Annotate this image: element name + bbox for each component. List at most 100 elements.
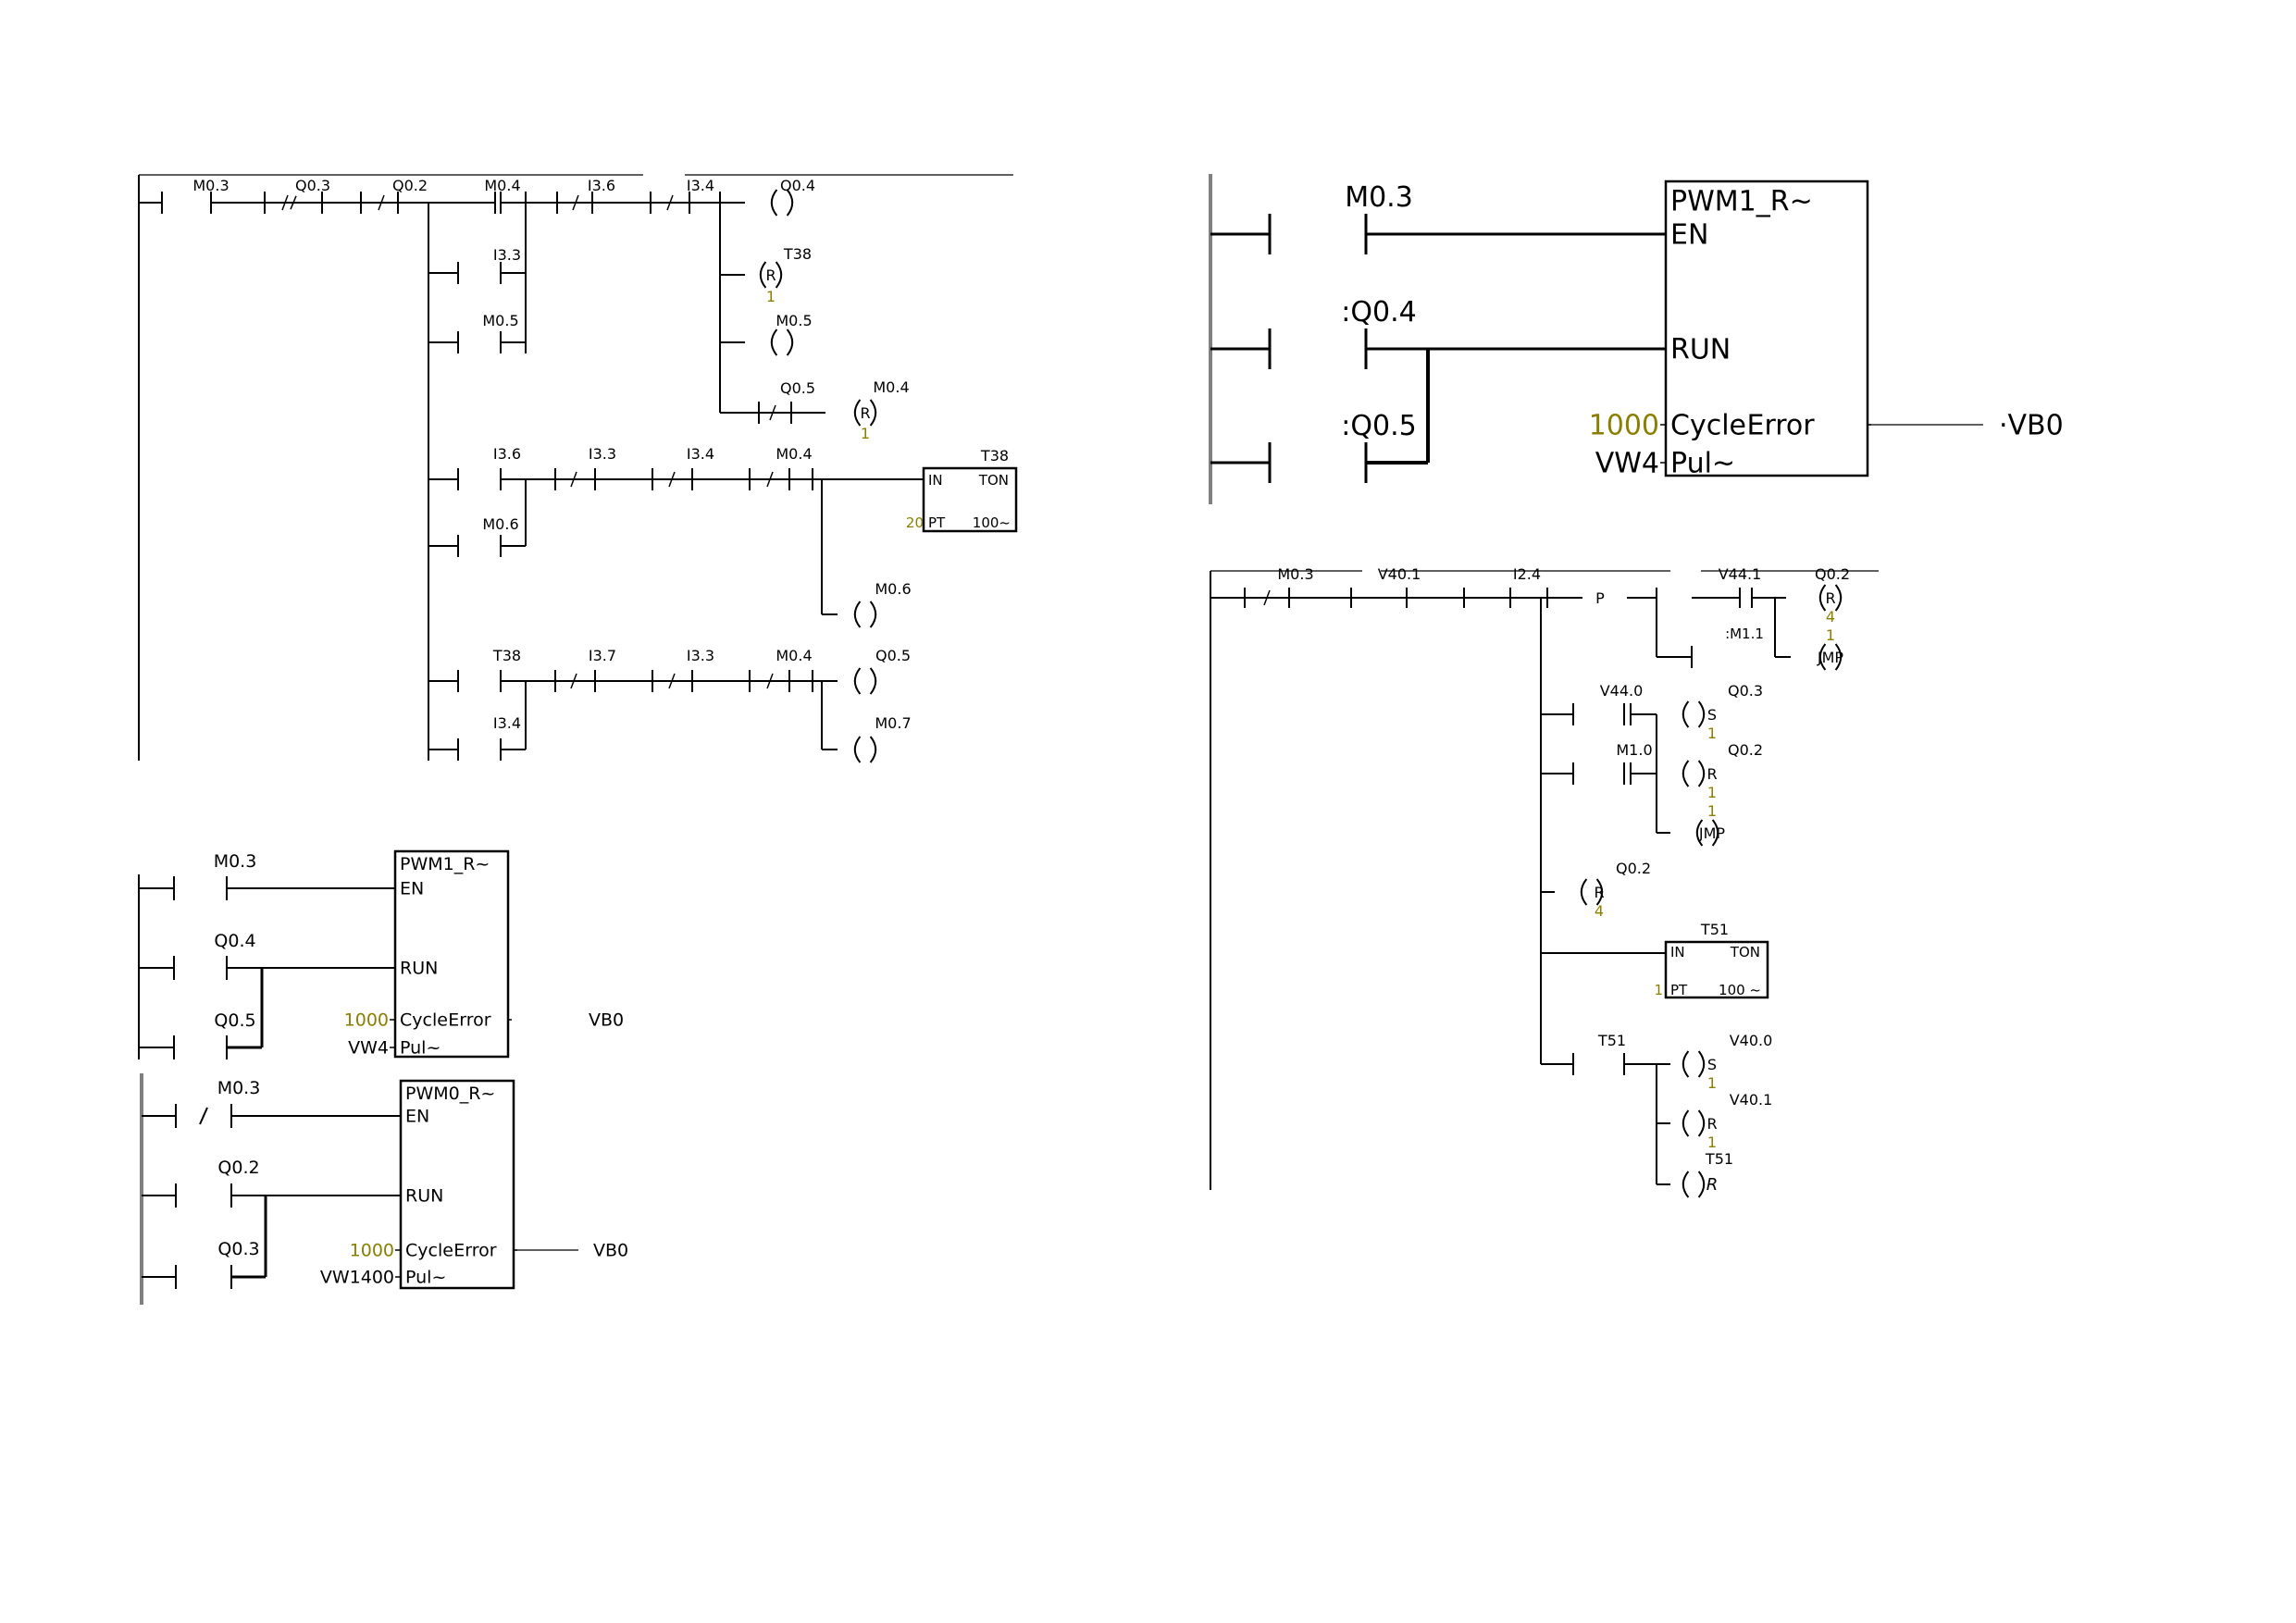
negation-slash xyxy=(766,471,774,488)
coil-q02-reset-b xyxy=(1697,760,1706,787)
coil-type: R xyxy=(1706,765,1717,783)
error-output: VB0 xyxy=(593,1241,628,1261)
negation-slash xyxy=(1263,589,1271,606)
negation-slash xyxy=(378,194,385,211)
coil-label: Q0.3 xyxy=(1728,682,1763,700)
contact-label: I3.7 xyxy=(589,647,616,664)
contact-label: Q0.4 xyxy=(214,931,255,951)
contact-label: M1.0 xyxy=(1616,741,1652,759)
coil-t51-reset xyxy=(1697,1171,1706,1198)
contact-label: Q0.3 xyxy=(295,177,330,194)
coil-label: V40.0 xyxy=(1730,1032,1773,1049)
block-title: PWM0_R~ xyxy=(405,1084,495,1104)
pwm-block xyxy=(1664,180,1869,477)
contact-label: Q0.2 xyxy=(392,177,428,194)
cycle-constant: 1000 xyxy=(1589,410,1659,442)
pin-en: EN xyxy=(405,1107,429,1127)
timer-label: T51 xyxy=(1700,921,1729,938)
coil-q04 xyxy=(786,189,794,217)
pwm-block xyxy=(399,1079,515,1290)
timer-label: T38 xyxy=(980,447,1009,465)
jmp-a xyxy=(1818,643,1827,671)
contact-label: M0.4 xyxy=(484,177,520,194)
coil-m04-reset xyxy=(853,399,862,427)
pin-run: RUN xyxy=(400,959,438,979)
contact-label: I3.4 xyxy=(687,445,714,463)
timer-type: TON xyxy=(1730,944,1760,960)
coil-count: 4 xyxy=(1826,608,1835,626)
coil-label: M0.5 xyxy=(776,312,812,329)
coil-q02-reset-c xyxy=(1580,878,1588,906)
pulse-operand: VW1400 xyxy=(320,1268,394,1288)
jmp-a xyxy=(1834,643,1843,671)
contact-label: I3.4 xyxy=(687,177,714,194)
contact-label: Q0.5 xyxy=(780,379,815,397)
pin-error: Error xyxy=(448,1010,491,1031)
jmp-b xyxy=(1695,819,1704,847)
negation-slash xyxy=(199,1107,208,1125)
contact-label: I3.3 xyxy=(687,647,714,664)
coil-label: M0.4 xyxy=(873,378,909,396)
contact-label: M0.6 xyxy=(482,515,518,533)
block-title: PWM1_R~ xyxy=(1670,186,1813,218)
contact-label: Q0.4 xyxy=(780,177,815,194)
pin-cycle: Cycle xyxy=(405,1241,453,1261)
coil-t38-reset xyxy=(775,261,783,289)
pin-en: EN xyxy=(1670,219,1708,252)
coil-v401-reset xyxy=(1697,1109,1706,1137)
coil-type: R xyxy=(1706,1115,1717,1133)
contact-label: M0.3 xyxy=(1345,181,1413,214)
contact-label: M0.3 xyxy=(192,177,229,194)
timer-pt: PT xyxy=(1670,982,1688,998)
contact-label: I2.4 xyxy=(1513,565,1541,583)
negation-slash xyxy=(666,194,674,211)
contact-label: M0.4 xyxy=(776,445,812,463)
jmp-b xyxy=(1711,819,1719,847)
contact-label: I3.6 xyxy=(588,177,615,194)
coil-q02-reset xyxy=(1834,584,1843,612)
coil-count: 1 xyxy=(1707,725,1717,742)
negation-slash xyxy=(668,471,676,488)
coil-count: 4 xyxy=(1595,902,1604,920)
error-output: ·VB0 xyxy=(1999,410,2064,442)
contact-label: I3.6 xyxy=(493,445,521,463)
contact-label: Q0.5 xyxy=(214,1010,255,1031)
pin-pul: Pul~ xyxy=(400,1038,441,1059)
timer-preset: 20 xyxy=(906,514,924,531)
cycle-constant: 1000 xyxy=(350,1241,394,1261)
coil-q05 xyxy=(853,667,862,695)
negation-slash xyxy=(570,673,577,689)
timer-t51 xyxy=(1664,940,1769,999)
coil-v401-reset xyxy=(1682,1109,1690,1137)
contact-label: M0.4 xyxy=(776,647,812,664)
jmp-label: JMP xyxy=(1817,649,1844,666)
cycle-constant: 1000 xyxy=(344,1010,389,1031)
coil-label: T38 xyxy=(783,245,812,263)
pin-run: RUN xyxy=(405,1186,443,1207)
coil-count: 1 xyxy=(1707,784,1717,801)
coil-m05 xyxy=(786,328,794,356)
contact-label: I3.3 xyxy=(589,445,616,463)
coil-q02-reset xyxy=(1818,584,1827,612)
coil-count: 1 xyxy=(1707,1074,1717,1092)
timer-in: IN xyxy=(1670,944,1685,960)
coil-count: 1 xyxy=(1707,802,1717,820)
coil-type: R xyxy=(1706,1175,1719,1195)
pin-en: EN xyxy=(400,879,424,899)
pin-pul: Pul~ xyxy=(1670,448,1735,480)
timer-type: TON xyxy=(978,472,1009,489)
timer-in: IN xyxy=(928,472,943,489)
block-title: PWM1_R~ xyxy=(400,854,490,874)
coil-v400-set xyxy=(1682,1050,1690,1078)
contact-label: :Q0.5 xyxy=(1341,410,1416,442)
pulse-operand: VW4 xyxy=(1595,448,1659,480)
pin-error: Error xyxy=(1747,410,1816,442)
negation-slash xyxy=(769,404,776,421)
contact-label: M0.5 xyxy=(482,312,518,329)
negation-slash xyxy=(668,673,676,689)
negation-slash xyxy=(572,194,579,211)
contact-label: M0.3 xyxy=(217,1078,261,1098)
pin-pul: Pul~ xyxy=(405,1268,446,1288)
coil-type: R xyxy=(1825,589,1835,607)
